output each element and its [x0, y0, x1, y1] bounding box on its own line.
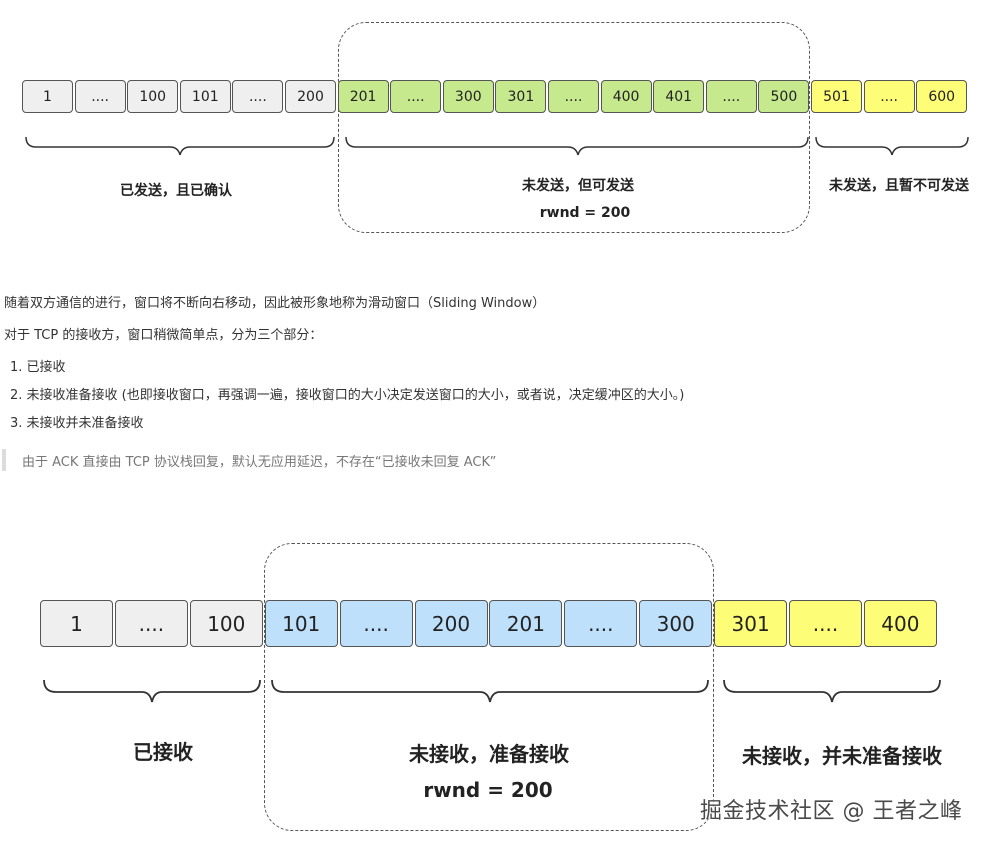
- byte-cell: 600: [916, 80, 968, 113]
- label-rwnd-receive: rwnd = 200: [423, 778, 553, 802]
- byte-cell: ....: [705, 80, 757, 113]
- byte-cell: 200: [414, 600, 488, 647]
- label-received: 已接收: [133, 740, 193, 764]
- paragraph-sliding-window: 随着双方通信的进行，窗口将不断向右移动，因此被形象地称为滑动窗口（Sliding…: [4, 296, 546, 311]
- byte-cell: ....: [114, 600, 188, 647]
- byte-cell: 500: [758, 80, 810, 113]
- label-can-send: 未发送，但可发送: [522, 178, 634, 194]
- byte-cell: 300: [639, 600, 713, 647]
- byte-cell: 401: [653, 80, 705, 113]
- byte-cell: 400: [600, 80, 652, 113]
- blockquote-text: 由于 ACK 直接由 TCP 协议栈回复，默认无应用延迟，不存在“已接收未回复 …: [22, 455, 497, 470]
- brace-sent-acked: [25, 136, 969, 156]
- byte-cell: 100: [127, 80, 179, 113]
- byte-cell: ....: [339, 600, 413, 647]
- watermark: 掘金技术社区 @ 王者之峰: [700, 799, 963, 824]
- label-sent-acked: 已发送，且已确认: [120, 183, 232, 199]
- label-rwnd-send: rwnd = 200: [539, 205, 631, 221]
- byte-cell: 1: [22, 80, 73, 113]
- byte-cell: 400: [863, 600, 937, 647]
- send-window-dashed-box: [338, 22, 810, 233]
- byte-cell: ....: [548, 80, 599, 113]
- byte-cell: 1: [40, 600, 113, 647]
- list-item: 2. 未接收准备接收 (也即接收窗口，再强调一遍，接收窗口的大小决定发送窗口的大…: [10, 388, 685, 403]
- byte-cell: ....: [789, 600, 862, 647]
- list-item: 1. 已接收: [10, 360, 66, 375]
- byte-cell: ....: [232, 80, 284, 113]
- byte-cell: 301: [495, 80, 547, 113]
- list-item: 3. 未接收并未准备接收: [10, 416, 144, 431]
- receive-window-dashed-box: [264, 543, 714, 831]
- byte-cell: 100: [189, 600, 263, 647]
- label-cannot-send: 未发送，且暂不可发送: [829, 178, 969, 194]
- byte-cell: 201: [337, 80, 389, 113]
- byte-cell: ....: [390, 80, 442, 113]
- blockquote-bar: [2, 449, 6, 471]
- byte-cell: ....: [564, 600, 638, 647]
- paragraph-receiver-parts: 对于 TCP 的接收方，窗口稍微简单点，分为三个部分：: [4, 328, 323, 343]
- byte-cell: ....: [863, 80, 915, 113]
- byte-cell: 200: [285, 80, 336, 113]
- byte-cell: 101: [179, 80, 231, 113]
- byte-cell: 301: [714, 600, 788, 647]
- label-not-ready: 未接收，并未准备接收: [742, 744, 942, 768]
- byte-cell: 101: [264, 600, 338, 647]
- byte-cell: 501: [811, 80, 862, 113]
- byte-cell: ....: [74, 80, 126, 113]
- byte-cell: 201: [489, 600, 563, 647]
- byte-cell: 300: [442, 80, 494, 113]
- label-ready-receive: 未接收，准备接收: [409, 742, 569, 766]
